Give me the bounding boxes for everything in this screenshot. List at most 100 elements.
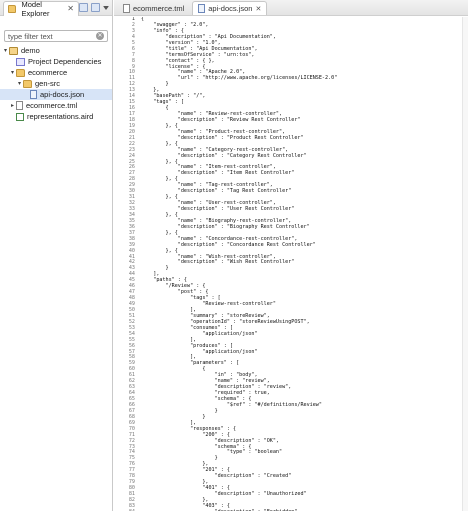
code-text: }, [141,461,209,468]
twisty-icon[interactable]: ▾ [17,81,21,87]
code-text: "403" : { [141,502,230,509]
code-line: 18 "description" : "Review Rest Controll… [114,116,468,124]
collapse-all-icon[interactable] [79,3,88,12]
editor-tab[interactable]: api-docs.json✕ [192,1,268,15]
tree-item[interactable]: ▸ecommerce.tml [0,100,112,111]
code-text: "in" : "body", [141,372,258,379]
line-number: 10 [128,69,135,76]
code-line: 36 "description" : "Biography Rest Contr… [114,223,468,231]
code-text: }, [141,87,160,94]
code-text: "license" : { [141,63,206,70]
code-text: "name" : "Tag-rest-controller", [141,182,273,189]
close-tab-icon[interactable]: ✕ [255,5,262,13]
tree-item[interactable]: ▾gen-src [0,78,112,89]
line-number: 16 [128,105,135,112]
code-text: "paths" : { [141,277,188,284]
code-line: 40 }, { [114,248,468,255]
close-icon[interactable]: ✕ [67,4,74,13]
code-text: "description" : "Api Documentation", [141,33,276,40]
line-number: 60 [128,366,135,373]
twisty-icon[interactable]: ▸ [10,103,14,109]
line-number: 64 [128,390,135,397]
model-explorer-tab[interactable]: Model Explorer ✕ [3,0,79,18]
code-text: "description" : "review", [141,384,292,391]
tree-item[interactable]: representations.aird [0,111,112,122]
code-text: "description" : "Biography Rest Controll… [141,223,310,230]
code-line: 27 "description" : "Item Rest Controller… [114,170,468,177]
code-line: 4 "description" : "Api Documentation", [114,33,468,41]
tree-item[interactable]: ▾demo [0,45,112,56]
link-editor-icon[interactable] [91,3,100,12]
code-text: "name" : "Apache 2.0", [141,69,246,76]
line-number: 17 [128,111,135,117]
tree-item-label: representations.aird [27,112,94,121]
code-line: 33 "description" : "User Rest Controller… [114,206,468,213]
line-number: 6 [131,45,135,52]
code-line: 23 "name" : "Category-rest-controller", [114,147,468,154]
line-number: 75 [128,455,135,462]
line-number: 24 [128,152,135,159]
line-number: 41 [128,253,135,260]
code-text: "responses" : { [141,425,237,432]
code-line: 78 "description" : "Created" [114,473,468,480]
folder-icon [23,79,32,88]
code-line: 16 { [114,105,468,112]
code-line: 59 "parameters" : [ [114,360,468,367]
tree-item[interactable]: Project Dependencies [0,56,112,67]
file-icon [16,101,23,110]
view-menu-icon[interactable] [103,5,109,10]
line-number: 29 [128,182,135,189]
code-text: "type" : "boolean" [141,449,283,456]
tree-item-label: Project Dependencies [28,57,102,66]
code-line: 63 "description" : "review", [114,384,468,391]
code-line: 14 "basePath" : "/", [114,93,468,100]
code-line: 83 "403" : { [114,502,468,510]
code-text: }, { [141,211,178,218]
code-text: ], [141,271,160,278]
editor-tab[interactable]: ecommerce.tml [117,1,190,15]
code-text: "swagger" : "2.0", [141,21,209,28]
code-line: 61 "in" : "body", [114,372,468,379]
code-line: 69 ], [114,419,468,427]
line-number: 15 [128,99,135,106]
overview-ruler [462,17,468,511]
code-text: "description" : "OK", [141,437,280,444]
code-line: 62 "name" : "review", [114,378,468,385]
code-text: "schema" : { [141,396,252,402]
code-text: "info" : { [141,27,184,34]
clear-filter-icon[interactable]: ✕ [96,32,104,40]
code-text: "application/json" [141,348,258,355]
line-number: 12 [128,81,135,88]
code-text: ], [141,354,197,361]
code-line: 57 "application/json" [114,348,468,356]
line-number: 84 [114,509,138,511]
code-line: 66 "$ref" : "#/definitions/Review" [114,402,468,409]
line-number: 56 [128,342,135,349]
code-text: "basePath" : "/", [141,93,206,100]
filter-input[interactable] [8,31,96,41]
code-line: 2 "swagger" : "2.0", [114,21,468,29]
line-number: 19 [128,122,135,129]
code-text: "contact" : { }, [141,57,215,64]
line-number: 5 [131,39,135,46]
tree-item[interactable]: ▾ecommerce [0,67,112,78]
json-icon [30,90,37,99]
line-number: 69 [128,419,135,426]
line-number: 61 [128,372,135,379]
code-line: 58 ], [114,354,468,361]
code-text: }, { [141,229,178,236]
code-text: "name" : "Item-rest-controller", [141,164,276,171]
twisty-icon[interactable]: ▾ [10,70,14,76]
code-text: "Review-rest-controller" [141,301,276,307]
tree-item[interactable]: api-docs.json [0,89,112,100]
line-number: 54 [128,330,135,337]
code-text: }, { [141,176,178,183]
code-text: "description" : "Review Rest Controller" [141,116,301,123]
code-editor[interactable]: 1{2 "swagger" : "2.0",3 "info" : {4 "des… [114,17,468,511]
line-number: 7 [131,51,135,58]
line-number: 67 [128,407,135,414]
twisty-icon[interactable]: ▾ [3,48,7,54]
code-text: "description" : "User Rest Controller" [141,206,295,212]
code-line: 12 } [114,81,468,88]
line-number: 79 [128,479,135,486]
